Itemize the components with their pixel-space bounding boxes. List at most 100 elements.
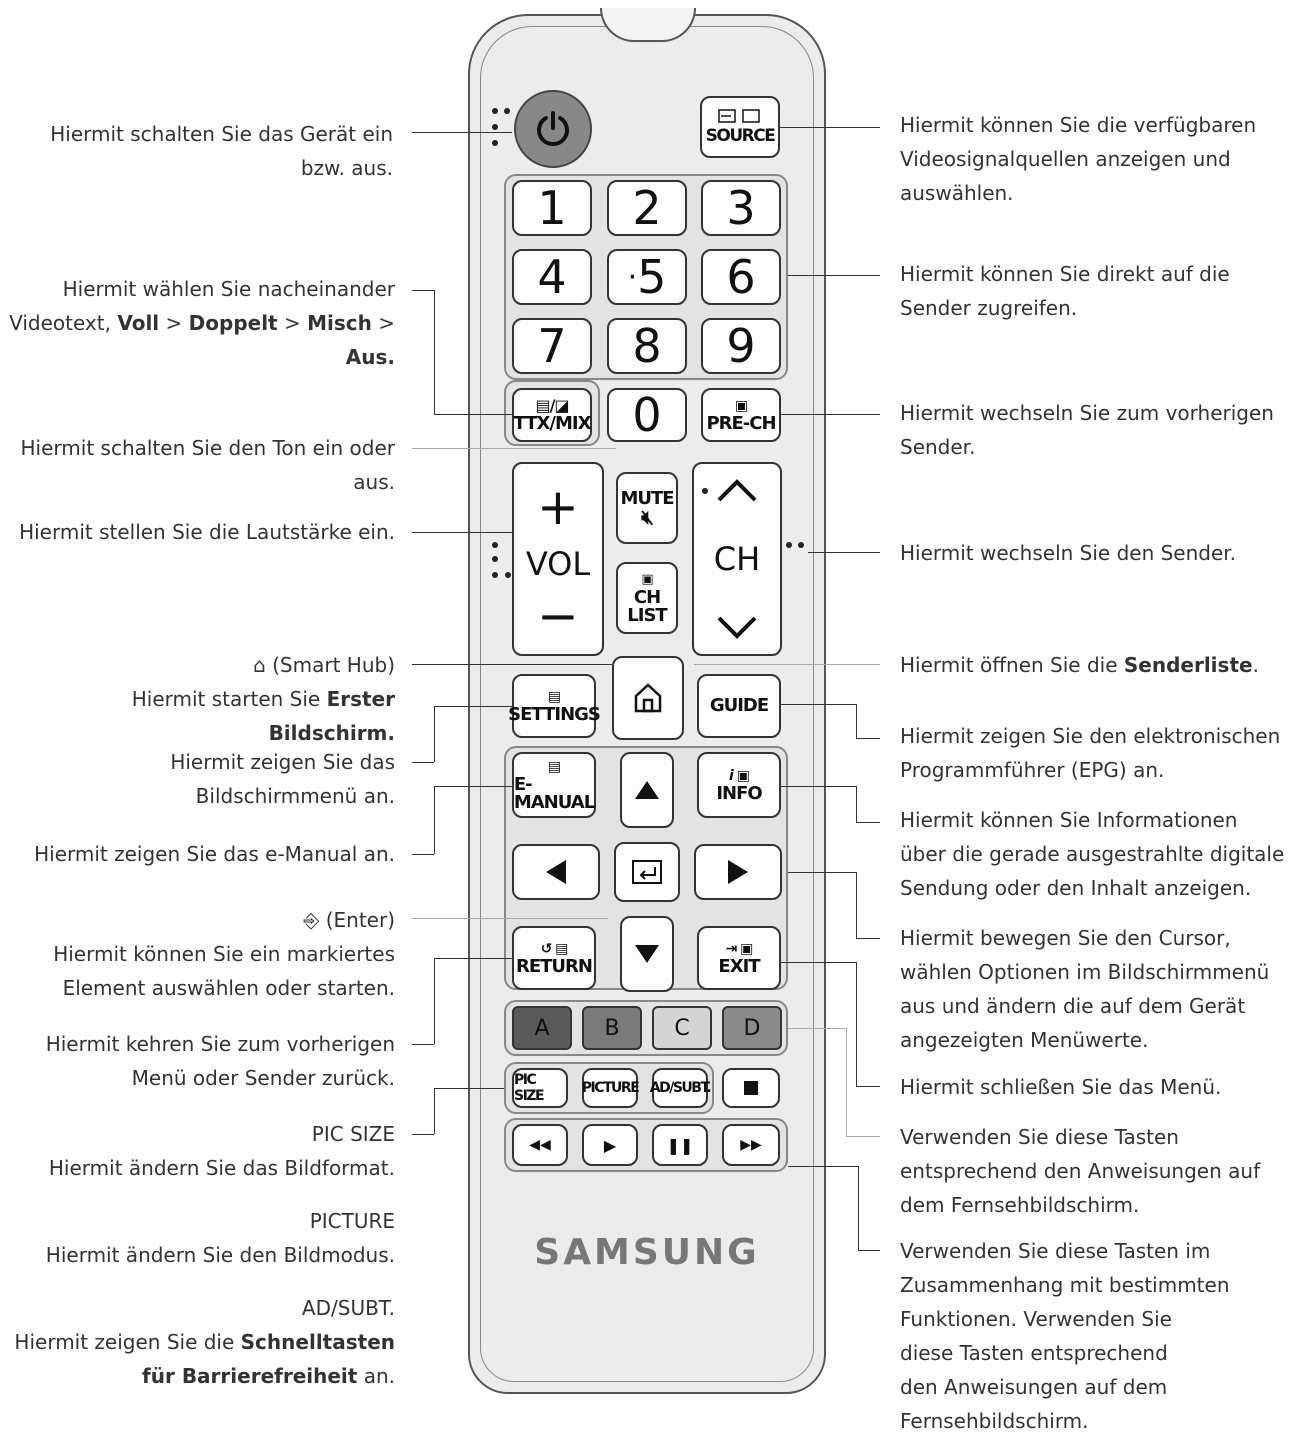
label-line: Hiermit starten Sie Erster Bildschirm. <box>0 682 395 750</box>
smart-hub-button[interactable] <box>612 656 684 740</box>
ttx-mix-button[interactable]: ▤/◪ TTX/MIX <box>512 388 592 442</box>
label-cursor: Hiermit bewegen Sie den Cursor, wählen O… <box>900 921 1269 1057</box>
source-button[interactable]: SOURCE <box>700 96 780 158</box>
right-button[interactable] <box>694 844 782 900</box>
rewind-button[interactable]: ◀◀ <box>512 1124 568 1166</box>
channel-list-icon: ▣ <box>641 572 653 587</box>
label-settings: Hiermit zeigen Sie das Bildschirmmenü an… <box>170 745 395 813</box>
label-smart-hub: ⌂ (Smart Hub) Hiermit starten Sie Erster… <box>0 648 395 750</box>
label-line: aus und ändern die auf dem Gerät <box>900 994 1246 1018</box>
braille-dot <box>492 108 498 114</box>
down-button[interactable] <box>620 916 674 992</box>
key-4[interactable]: 4 <box>512 249 592 305</box>
leader-line <box>434 706 435 762</box>
label-color-keys: Verwenden Sie diese Tasten entsprechend … <box>900 1120 1260 1222</box>
color-key-c[interactable]: C <box>652 1006 712 1050</box>
exit-label: EXIT <box>718 956 760 977</box>
channel-list-button[interactable]: ▣ CH LIST <box>616 562 678 634</box>
stop-button[interactable] <box>722 1068 780 1108</box>
color-key-b[interactable]: B <box>582 1006 642 1050</box>
color-key-a[interactable]: A <box>512 1006 572 1050</box>
exit-icon: ⇥ ▣ <box>725 941 754 957</box>
label-line: Hiermit bewegen Sie den Cursor, <box>900 926 1231 950</box>
leader-line <box>788 1028 846 1029</box>
label-line: ⎆ (Enter) <box>53 903 395 937</box>
leader-line <box>412 664 612 665</box>
label-line: Hiermit ändern Sie das Bildformat. <box>48 1156 395 1180</box>
enter-button[interactable] <box>614 842 680 902</box>
key-2[interactable]: 2 <box>607 180 687 236</box>
key-7[interactable]: 7 <box>512 318 592 374</box>
key-0[interactable]: 0 <box>607 388 687 442</box>
label-line: Sendung oder den Inhalt anzeigen. <box>900 876 1252 900</box>
power-icon <box>537 111 569 147</box>
leader-line <box>434 414 512 415</box>
info-button[interactable]: i ▣ INFO <box>697 752 781 818</box>
label-line: Hiermit kehren Sie zum vorherigen <box>45 1032 395 1056</box>
label-line: dem Fernsehbildschirm. <box>900 1193 1140 1217</box>
leader-line <box>412 1044 434 1045</box>
leader-line <box>694 664 880 665</box>
return-button[interactable]: ↺ ▤ RETURN <box>512 926 596 990</box>
label-line: Hiermit zeigen Sie den elektronischen <box>900 724 1281 748</box>
prech-button[interactable]: ▣ PRE-CH <box>701 388 781 442</box>
key-8[interactable]: 8 <box>607 318 687 374</box>
key-3[interactable]: 3 <box>701 180 781 236</box>
label-e-manual: Hiermit zeigen Sie das e-Manual an. <box>34 842 395 866</box>
ad-subt-button[interactable]: AD/SUBT. <box>650 1068 712 1108</box>
settings-button[interactable]: ▤ SETTINGS <box>508 674 601 738</box>
text-run: (Smart Hub) <box>272 653 395 677</box>
key-5[interactable]: ·5 <box>607 249 687 305</box>
label-pre-ch: Hiermit wechseln Sie zum vorherigen Send… <box>900 396 1274 464</box>
color-key-d[interactable]: D <box>722 1006 782 1050</box>
play-button[interactable]: ▶ <box>582 1124 638 1166</box>
label-line: PIC SIZE <box>311 1122 395 1146</box>
leader-line <box>856 822 880 823</box>
label-line: Hiermit wechseln Sie zum vorherigen <box>900 401 1274 425</box>
label-line: Bildschirmmenü an. <box>195 784 395 808</box>
channel-rocker[interactable]: CH <box>692 462 782 656</box>
e-manual-button[interactable]: ▤ E-MANUAL <box>512 752 596 818</box>
home-icon: ⌂ <box>253 653 273 677</box>
arrow-left-icon <box>546 860 566 884</box>
home-icon <box>634 683 662 713</box>
return-icon: ↺ ▤ <box>540 941 569 957</box>
pic-size-button[interactable]: PIC SIZE <box>512 1068 568 1108</box>
guide-button[interactable]: GUIDE <box>697 674 781 738</box>
leader-line <box>434 1088 504 1089</box>
label-line: Hiermit ändern Sie den Bildmodus. <box>45 1243 395 1267</box>
settings-icon: ▤ <box>547 689 561 705</box>
label-return: Hiermit kehren Sie zum vorherigen Menü o… <box>46 1027 395 1095</box>
label-line: Hiermit wählen Sie nacheinander <box>62 277 395 301</box>
key-1[interactable]: 1 <box>512 180 592 236</box>
key-9[interactable]: 9 <box>701 318 781 374</box>
power-button[interactable] <box>514 90 592 168</box>
text-run: > <box>277 311 308 335</box>
up-button[interactable] <box>620 752 674 828</box>
fast-forward-button[interactable]: ▶▶ <box>722 1124 780 1166</box>
left-button[interactable] <box>512 844 600 900</box>
key-6[interactable]: 6 <box>701 249 781 305</box>
exit-button[interactable]: ⇥ ▣ EXIT <box>697 926 781 990</box>
braille-dot <box>492 124 498 130</box>
label-line: Sender. <box>900 435 976 459</box>
braille-dot <box>504 108 510 114</box>
label-line: Videotext, Voll > Doppelt > Misch > <box>9 306 395 340</box>
mute-button[interactable]: MUTE 🔇︎ <box>616 472 678 544</box>
source-icon <box>718 109 760 123</box>
brand-logo: SAMSUNG <box>534 1232 760 1273</box>
text-run: Senderliste <box>1123 653 1253 677</box>
label-line: angezeigten Menüwerte. <box>900 1028 1149 1052</box>
source-label: SOURCE <box>705 126 776 146</box>
text-run: (Enter) <box>325 908 395 932</box>
label-line: Verwenden Sie diese Tasten <box>900 1125 1179 1149</box>
text-run: Barrierefreiheit <box>181 1364 358 1388</box>
leader-line <box>780 127 880 128</box>
leader-line <box>856 704 857 738</box>
volume-rocker[interactable]: + VOL − <box>512 462 604 656</box>
label-line: Hiermit können Sie direkt auf die <box>900 262 1230 286</box>
label-line: Menü oder Sender zurück. <box>131 1066 395 1090</box>
pause-button[interactable]: ❚❚ <box>652 1124 708 1166</box>
picture-button[interactable]: PICTURE <box>582 1068 640 1108</box>
leader-line <box>788 872 856 873</box>
